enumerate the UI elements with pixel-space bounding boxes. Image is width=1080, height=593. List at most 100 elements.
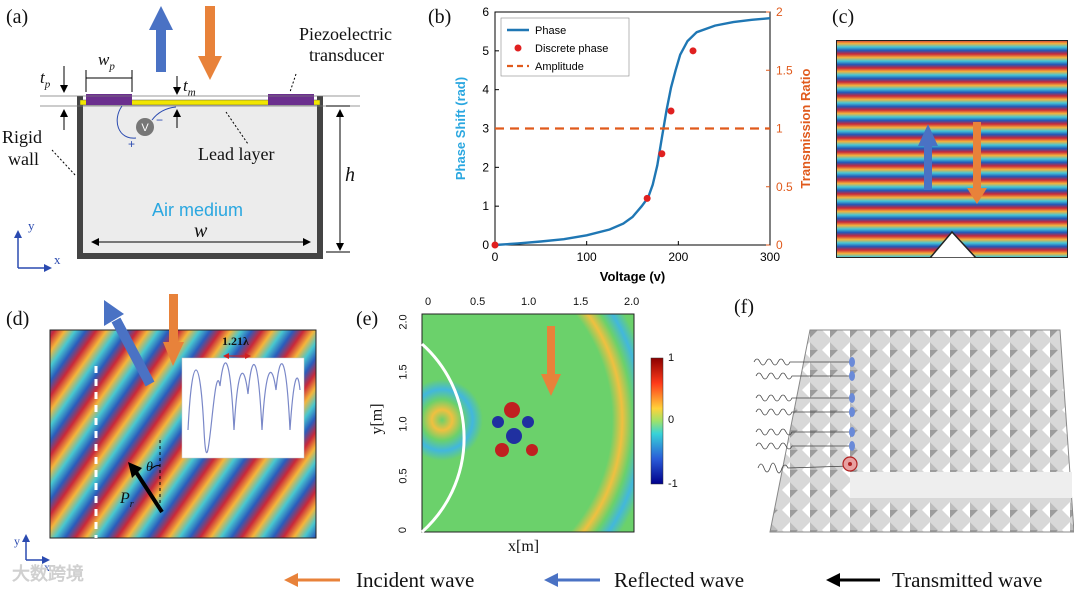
ytick-e-1: 0.5 (397, 468, 410, 484)
discrete-phase-point-1 (643, 194, 651, 202)
ytick-label-5: 5 (482, 44, 489, 58)
air-cavity (80, 100, 320, 254)
lead-layer (79, 99, 321, 106)
cbar-tick-mid: 0 (668, 414, 675, 426)
axis-x-a: x (54, 252, 61, 267)
legend-transmitted: Transmitted wave (892, 568, 1043, 592)
panel-e-label: (e) (356, 308, 379, 330)
ytick-e-2: 1.0 (397, 416, 410, 432)
ytick-label-0: 0 (482, 238, 489, 252)
legend-phase-label: Phase (535, 25, 566, 37)
lead-layer-label: Lead layer (198, 144, 275, 164)
piezo-label: Piezoelectric (299, 24, 392, 44)
y2tick-label-0: 0 (776, 238, 783, 252)
y2tick-label-4: 2 (776, 5, 783, 19)
incident-legend-arrow (284, 573, 340, 587)
panel-c-field (836, 40, 1068, 258)
incident-arrow-e (541, 326, 561, 396)
svg-text:−: − (156, 113, 163, 127)
legend-amplitude-label: Amplitude (535, 61, 584, 73)
voltage-symbol: V (141, 122, 149, 134)
panel-b-label: (b) (428, 6, 452, 28)
rigid-wall-label: Rigid (2, 127, 43, 147)
ytick-label-3: 3 (482, 122, 489, 136)
source-coils (753, 358, 851, 474)
reflected-arrow-a (149, 6, 173, 72)
reflected-arrow-c (918, 124, 938, 190)
panel-f-label: (f) (734, 296, 754, 318)
air-medium-label: Air medium (152, 200, 244, 220)
p-label: Pr (120, 490, 134, 511)
axes-icon-d (22, 534, 50, 564)
transmitted-legend-arrow-svg (826, 573, 880, 587)
ytick-label-4: 4 (482, 83, 489, 97)
w-symbol: w (194, 220, 208, 242)
chart-ylabel-right: Transmission Ratio (798, 68, 813, 188)
theta-label: θ (146, 460, 153, 475)
legend-reflected: Reflected wave (614, 568, 745, 592)
panel-c-label: (c) (832, 6, 855, 28)
ytick-label-2: 2 (482, 160, 489, 174)
axis-y-a: y (28, 218, 35, 233)
xtick-e-0: 0 (425, 296, 432, 308)
axis-y-d: y (14, 534, 20, 548)
metasurface-arc (421, 342, 466, 534)
voltage-source-icon: V + − (116, 105, 177, 151)
xtick-e-3: 1.5 (573, 296, 589, 308)
incident-arrow-d (163, 294, 184, 366)
xtick-e-2: 1.0 (521, 296, 537, 308)
ylabel-e: y[m] (368, 403, 386, 435)
discrete-phase-point-3 (667, 107, 675, 115)
axes-icon-a (14, 230, 52, 272)
chart-xlabel: Voltage (v) (600, 269, 666, 284)
piezo-right (268, 94, 314, 105)
rigid-wall (77, 96, 323, 259)
y2tick-label-1: 0.5 (776, 180, 793, 194)
incident-arrow-c (967, 122, 987, 204)
legend-arrows (284, 573, 842, 587)
waveform-line (187, 362, 301, 453)
piezo-left (86, 94, 132, 105)
focal-spots (492, 402, 538, 457)
ytick-e-3: 1.5 (397, 364, 410, 380)
incident-arrow-a (198, 6, 222, 80)
wp-symbol: wp (98, 50, 115, 73)
y2tick-label-3: 1.5 (776, 63, 793, 77)
xlabel-e: x[m] (508, 538, 540, 555)
h-symbol: h (345, 164, 355, 186)
transmitted-arrow-d (128, 440, 164, 514)
discrete-phase-point-0 (491, 241, 499, 249)
svg-text:+: + (128, 137, 135, 151)
phase-line (494, 17, 771, 247)
xtick-label-0: 0 (492, 250, 499, 264)
period-label: 1.21λ (222, 334, 249, 348)
y2tick-label-2: 1 (776, 122, 783, 136)
panel-f-array (753, 329, 1074, 533)
ytick-label-1: 1 (482, 199, 489, 213)
panel-e-field (421, 313, 664, 534)
legend-discrete-swatch (514, 44, 522, 52)
panel-d-label: (d) (6, 308, 30, 330)
tm-symbol: tm (183, 76, 196, 99)
discrete-phase-point-2 (658, 150, 666, 158)
discrete-phase-point-4 (689, 47, 697, 55)
ytick-e-4: 2.0 (397, 314, 410, 330)
panel-d-field (22, 294, 317, 564)
xtick-label-1: 100 (577, 250, 597, 264)
xtick-label-3: 300 (760, 250, 780, 264)
reflected-arrow-d (104, 300, 155, 387)
watermark: 大数跨境 (12, 564, 84, 584)
colorbar (650, 357, 664, 485)
cbar-tick-bottom: -1 (668, 478, 678, 490)
waveguide-channel (850, 472, 1072, 498)
xtick-label-2: 200 (668, 250, 688, 264)
legend-discrete-label: Discrete phase (535, 43, 608, 55)
cbar-tick-top: 1 (668, 352, 675, 364)
panel-a-schematic: V + − (14, 6, 360, 272)
ytick-label-6: 6 (482, 5, 489, 19)
xtick-e-4: 2.0 (624, 296, 640, 308)
ytick-e-0: 0 (397, 526, 410, 534)
speaker-markers (849, 357, 855, 451)
legend-incident: Incident wave (356, 568, 475, 592)
